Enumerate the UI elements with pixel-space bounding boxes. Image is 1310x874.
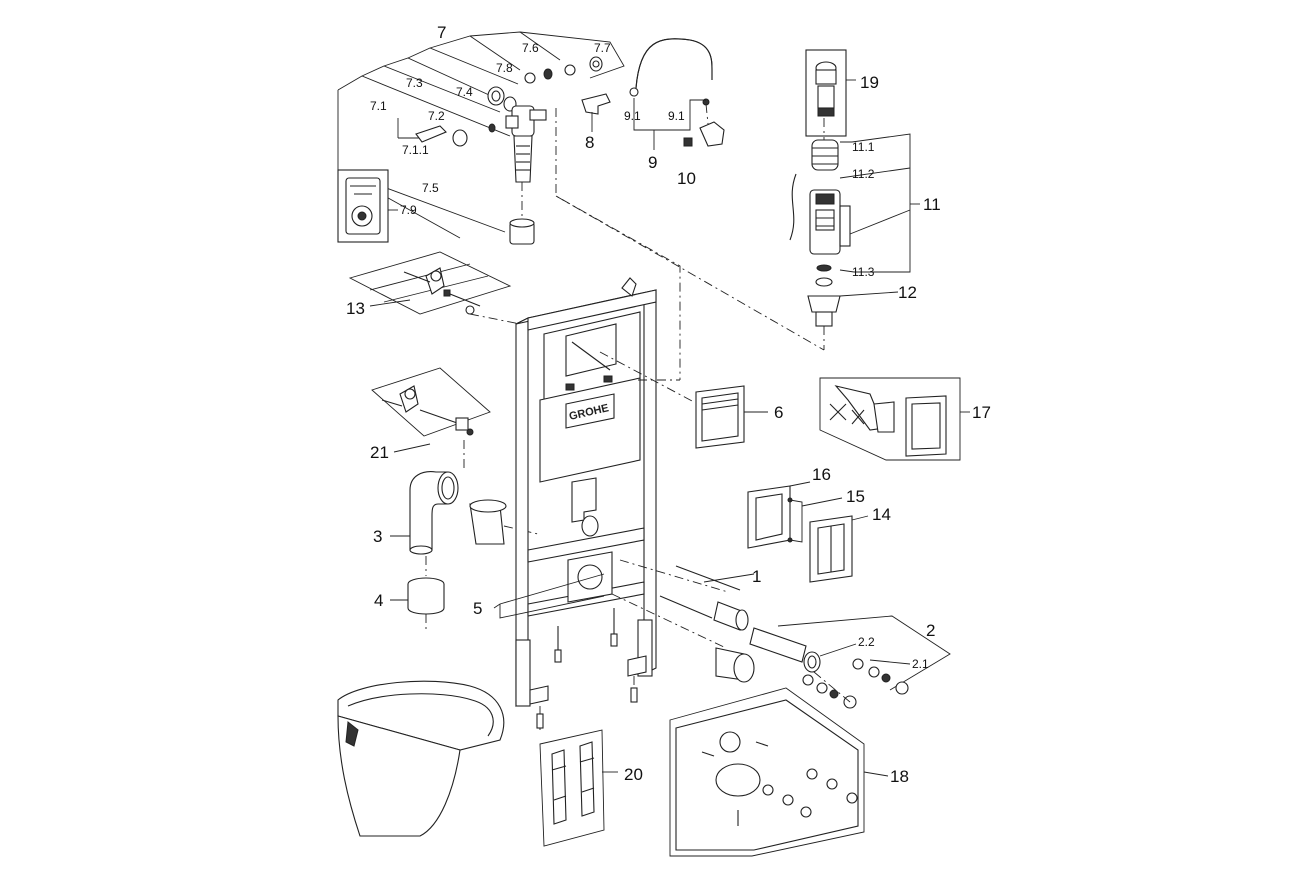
callout-12: 12 [898, 283, 917, 302]
callout-11: 11 [923, 195, 941, 214]
callout-7-6: 7.6 [522, 41, 539, 55]
callout-4: 4 [374, 591, 383, 610]
inspection-cover-6 [695, 385, 768, 449]
callout-7-2: 7.2 [428, 109, 445, 123]
drain-bend-group [390, 471, 539, 632]
callout-15: 15 [846, 487, 865, 506]
callout-19: 19 [860, 73, 879, 92]
callout-2-1: 2.1 [912, 657, 929, 671]
fixing-brackets-20 [539, 729, 618, 847]
callout-11-2: 11.2 [852, 167, 875, 181]
toilet-bowl [337, 680, 505, 837]
callout-3: 3 [373, 527, 382, 546]
callout-20: 20 [624, 765, 643, 784]
callout-7-8: 7.8 [496, 61, 513, 75]
flex-hose-group [629, 38, 725, 150]
callout-7-7: 7.7 [594, 41, 611, 55]
callout-1: 1 [752, 567, 761, 586]
callout-11-3: 11.3 [852, 265, 875, 279]
sound-insulation-18 [669, 687, 889, 857]
callout-labels: 7 7.6 7.7 7.8 7.3 7.4 7.1 7.2 7.1.1 7.5 … [346, 23, 991, 786]
anchor-kit-21 [371, 367, 491, 470]
callout-8: 8 [585, 133, 594, 152]
connection-rods-and-pipes [659, 565, 951, 709]
flush-plate-group [747, 481, 869, 583]
callout-7-5: 7.5 [422, 181, 439, 195]
callout-9-1a: 9.1 [624, 109, 641, 123]
callout-14: 14 [872, 505, 891, 524]
callout-9: 9 [648, 153, 657, 172]
callout-2-2: 2.2 [858, 635, 875, 649]
callout-7-3: 7.3 [406, 76, 423, 90]
mounting-bracket-8 [581, 93, 611, 132]
flush-valve-group [555, 49, 920, 351]
callout-7-4: 7.4 [456, 85, 473, 99]
callout-16: 16 [812, 465, 831, 484]
callout-17: 17 [972, 403, 991, 422]
callout-7: 7 [437, 23, 446, 42]
callout-10: 10 [677, 169, 696, 188]
callout-9-1b: 9.1 [668, 109, 685, 123]
callout-2: 2 [926, 621, 935, 640]
callout-21: 21 [370, 443, 389, 462]
callout-7-9: 7.9 [400, 203, 417, 217]
callout-7-1-1: 7.1.1 [402, 143, 429, 157]
callout-5: 5 [473, 599, 482, 618]
callout-11-1: 11.1 [852, 140, 875, 154]
installation-frame: GROHE [493, 277, 729, 730]
fill-valve-group [337, 31, 681, 380]
callout-13: 13 [346, 299, 365, 318]
callout-7-1: 7.1 [370, 99, 387, 113]
callout-18: 18 [890, 767, 909, 786]
service-kit-17 [819, 377, 970, 461]
anchor-kit-13 [348, 251, 531, 327]
callout-6: 6 [774, 403, 783, 422]
